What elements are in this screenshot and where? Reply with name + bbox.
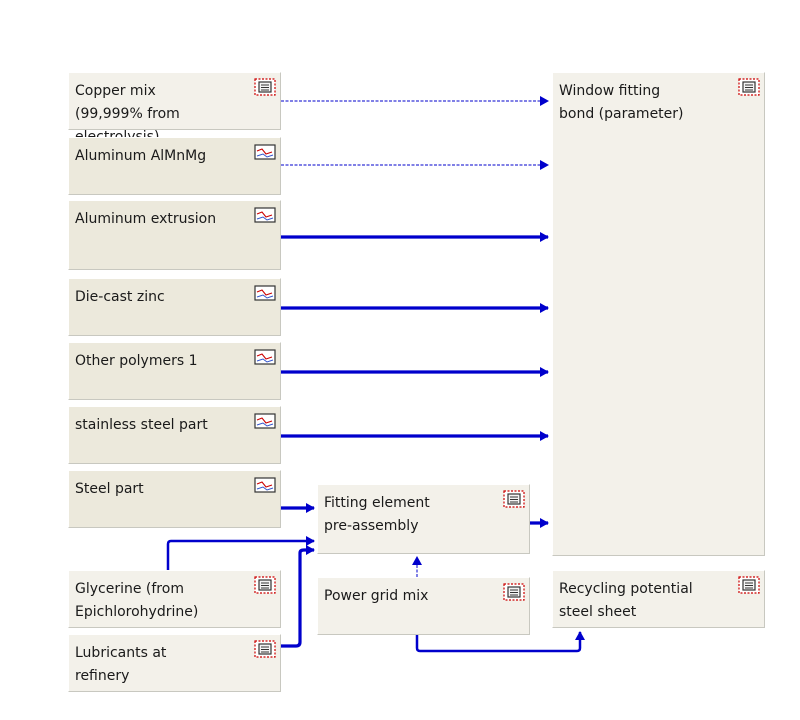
- box-aluminum-extrusion[interactable]: Aluminum extrusion: [68, 200, 281, 270]
- process-icon: [502, 489, 526, 509]
- plan-icon: [253, 475, 277, 495]
- process-icon: [253, 77, 277, 97]
- box-label: Aluminum extrusion: [75, 211, 217, 227]
- process-icon: [737, 575, 761, 595]
- plan-icon: [253, 142, 277, 162]
- plan-icon: [253, 205, 277, 225]
- box-other-polymers-1[interactable]: Other polymers 1: [68, 342, 281, 400]
- process-icon: [737, 77, 761, 97]
- box-glycerine[interactable]: Glycerine (from Epichlorohydrine): [68, 570, 281, 628]
- box-label: Die-cast zinc: [75, 289, 165, 305]
- box-label: Power grid mix: [324, 588, 429, 604]
- box-fitting-element[interactable]: Fitting element pre-assembly: [317, 484, 530, 554]
- plan-icon: [253, 347, 277, 367]
- box-label: Glycerine (from Epichlorohydrine): [75, 581, 199, 620]
- box-label: Window fitting bond (parameter): [559, 83, 684, 122]
- box-lubricants[interactable]: Lubricants at refinery: [68, 634, 281, 692]
- box-window-fitting[interactable]: Window fitting bond (parameter): [552, 72, 765, 556]
- flow-glycerine-to-fitting-element[interactable]: [166, 536, 315, 570]
- plan-icon: [253, 283, 277, 303]
- box-label: Aluminum AlMnMg: [75, 148, 207, 164]
- box-power-grid-mix[interactable]: Power grid mix: [317, 577, 530, 635]
- box-label: Steel part: [75, 481, 144, 497]
- box-steel-part[interactable]: Steel part: [68, 470, 281, 528]
- process-icon: [253, 575, 277, 595]
- plan-icon: [253, 411, 277, 431]
- box-die-cast-zinc[interactable]: Die-cast zinc: [68, 278, 281, 336]
- box-recycling-potential[interactable]: Recycling potential steel sheet: [552, 570, 765, 628]
- box-label: Other polymers 1: [75, 353, 198, 369]
- process-icon: [253, 639, 277, 659]
- box-stainless-steel-part[interactable]: stainless steel part: [68, 406, 281, 464]
- box-aluminum-almnmg[interactable]: Aluminum AlMnMg: [68, 137, 281, 195]
- flow-power-grid-mix-to-recycling-potential[interactable]: [415, 631, 585, 653]
- flow-lubricants-to-fitting-element[interactable]: [281, 545, 315, 648]
- process-icon: [502, 582, 526, 602]
- box-copper-mix[interactable]: Copper mix (99,999% from electrolysis): [68, 72, 281, 145]
- box-label: Fitting element pre-assembly: [324, 495, 430, 534]
- box-label: stainless steel part: [75, 417, 208, 433]
- box-label: Lubricants at refinery: [75, 645, 167, 684]
- box-label: Recycling potential steel sheet: [559, 581, 693, 620]
